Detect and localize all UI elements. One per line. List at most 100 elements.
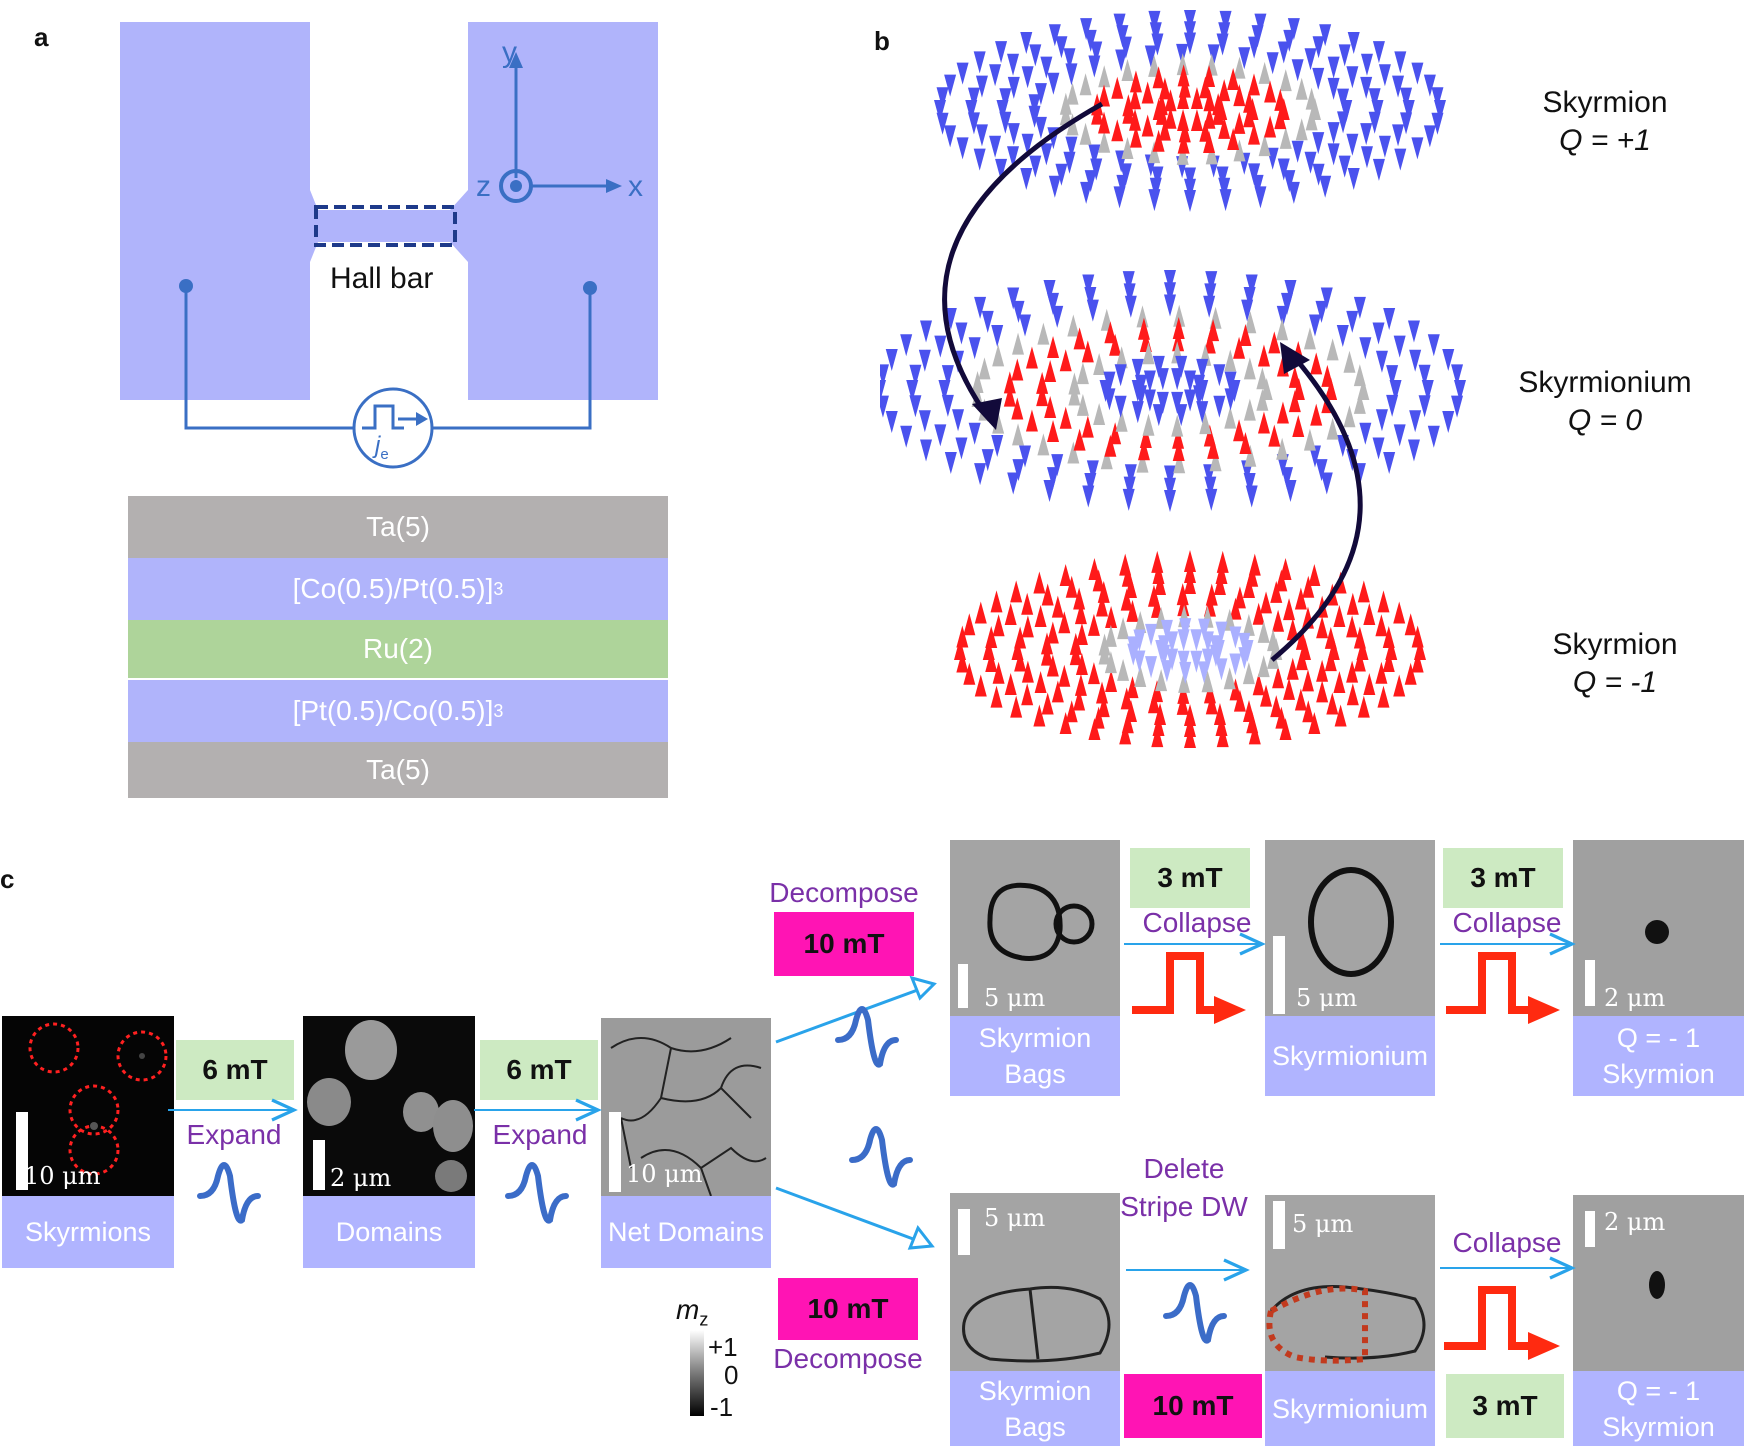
- spin-cone: [1336, 325, 1349, 348]
- spin-cone: [975, 75, 988, 98]
- spin-cone: [1065, 700, 1078, 723]
- spin-cone: [1431, 112, 1444, 135]
- spin-cone: [1051, 305, 1064, 328]
- spin-cone: [1088, 55, 1101, 78]
- spin-cone: [1316, 680, 1329, 703]
- spin-cone: [1442, 349, 1455, 372]
- spin-cone: [1075, 653, 1088, 676]
- spin-cone: [1268, 424, 1281, 447]
- spin-cone: [1152, 129, 1165, 152]
- spin-cone: [1124, 464, 1137, 487]
- spin-cone: [1033, 571, 1046, 594]
- spin-cone: [1378, 135, 1391, 158]
- spin-cone: [1105, 670, 1118, 693]
- spin-cone: [995, 158, 1008, 181]
- spin-cone: [1375, 350, 1388, 373]
- spin-cone: [1203, 89, 1216, 112]
- spin-cone: [1256, 388, 1269, 411]
- pulse-icon: [362, 404, 404, 430]
- spin-cone: [1359, 337, 1372, 360]
- spin-cone: [1207, 436, 1220, 459]
- spin-cone: [1097, 695, 1110, 718]
- right-pad: [468, 22, 658, 400]
- spin-cone: [1021, 615, 1034, 638]
- spin-cone: [1248, 722, 1261, 745]
- spin-cone: [1154, 702, 1167, 725]
- spin-cone: [1129, 125, 1142, 148]
- spin-cone: [1123, 476, 1136, 499]
- spin-cone: [1155, 93, 1168, 116]
- spin-cone: [1087, 613, 1100, 636]
- spin-cone: [1134, 374, 1147, 397]
- spin-cone: [1172, 439, 1185, 462]
- spin-cone: [1375, 661, 1388, 684]
- spin-cone: [1418, 395, 1431, 418]
- spin-cone: [1104, 651, 1117, 674]
- spin-cone: [1117, 658, 1130, 681]
- spin-cone: [1321, 364, 1334, 387]
- spin-cone: [1276, 437, 1289, 460]
- spin-cone: [968, 422, 981, 445]
- spin-cone: [1069, 632, 1082, 655]
- spin-cone: [1383, 307, 1396, 330]
- spin-cone: [1404, 613, 1417, 636]
- spin-cone: [1177, 108, 1190, 131]
- spin-cone: [1076, 362, 1089, 385]
- spin-cone: [1257, 344, 1270, 367]
- layer-text: [Co(0.5)/Pt(0.5)]: [292, 573, 494, 604]
- scale-2: 2 μm: [330, 1164, 392, 1192]
- spin-cone: [991, 434, 1004, 457]
- spin-cone: [1086, 460, 1099, 483]
- spin-cone: [1451, 364, 1464, 387]
- spin-cone: [1096, 681, 1109, 704]
- spin-cone: [1149, 22, 1162, 45]
- layer-subscript: 3: [493, 700, 504, 721]
- spin-cone: [1372, 437, 1385, 460]
- spin-cone: [1166, 648, 1179, 671]
- spin-cone: [1257, 411, 1270, 434]
- spin-cone: [920, 439, 933, 462]
- spin-cone: [1003, 384, 1016, 407]
- spin-cone: [968, 337, 981, 360]
- spin-cone: [956, 625, 969, 648]
- spin-cone: [1281, 292, 1294, 315]
- spin-cone: [1242, 575, 1255, 598]
- spin-cone: [1283, 170, 1296, 193]
- spin-cone: [1081, 415, 1094, 438]
- spin-cone: [955, 322, 968, 345]
- spin-cone: [1046, 292, 1059, 315]
- spin-cone: [1319, 175, 1332, 198]
- spin-cone: [1244, 311, 1257, 334]
- wire-left: [184, 286, 354, 430]
- spin-cone: [1338, 155, 1351, 178]
- image-skyrmion-bags-bottom: [950, 1193, 1120, 1371]
- spin-cone: [1114, 364, 1127, 387]
- spin-cone: [1243, 105, 1256, 128]
- spin-cone: [1041, 583, 1054, 606]
- spin-cone: [1171, 368, 1184, 391]
- spin-cone: [1302, 575, 1315, 598]
- spin-cone: [1109, 422, 1122, 445]
- spin-cone: [1059, 406, 1072, 429]
- spin-cone: [944, 307, 957, 330]
- spin-cone: [1190, 650, 1203, 673]
- image-skyrmions: [2, 1016, 174, 1196]
- x-axis-arrow: [606, 179, 622, 193]
- field-3mt-top2: 3 mT: [1443, 848, 1563, 908]
- spin-cone: [1148, 189, 1161, 212]
- spin-cone: [1086, 299, 1099, 322]
- spin-cone: [1346, 615, 1359, 638]
- spin-cone: [1310, 403, 1323, 426]
- spin-cone: [1353, 296, 1366, 319]
- spin-cone: [1209, 635, 1222, 658]
- hall-bar-box: [314, 205, 457, 247]
- spin-cone: [1276, 318, 1289, 341]
- colorbar-min: -1: [710, 1392, 734, 1422]
- spin-cone: [1279, 126, 1292, 149]
- spin-cone: [992, 661, 1005, 684]
- spin-cone: [1327, 143, 1340, 166]
- spin-cone: [1386, 365, 1399, 388]
- spin-cone: [1148, 141, 1161, 164]
- spin-cone: [1021, 592, 1034, 615]
